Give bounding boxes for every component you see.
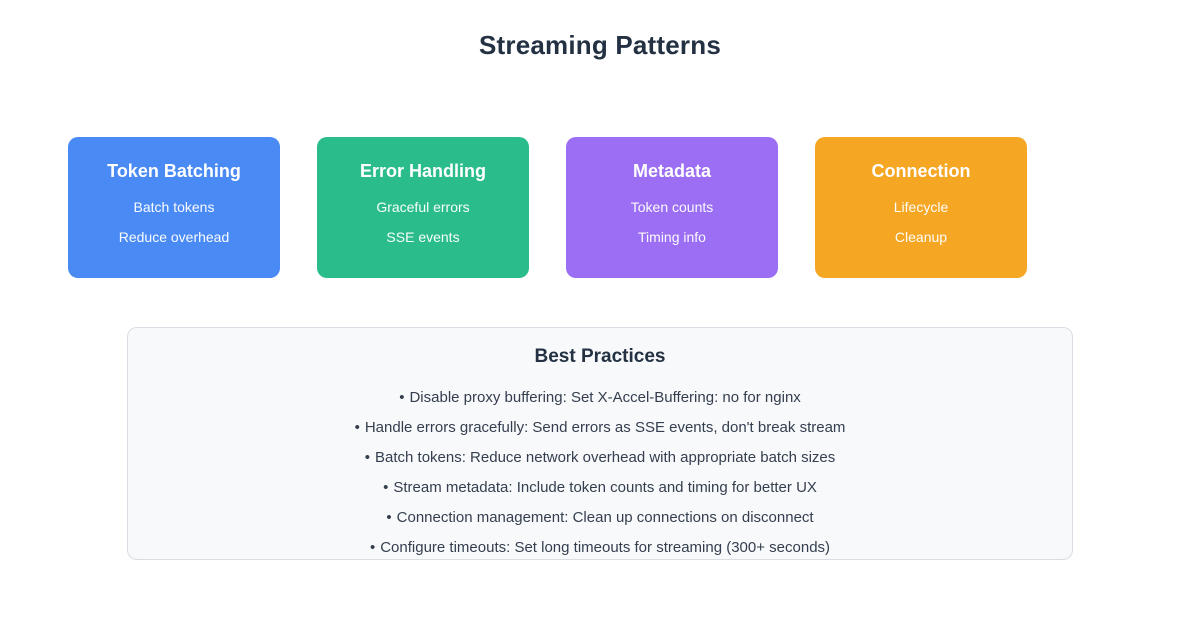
card-metadata-line: Token counts: [630, 199, 714, 215]
card-token-batching: Token Batching Batch tokens Reduce overh…: [68, 137, 280, 278]
bullet-icon: •: [399, 389, 405, 406]
best-practice-item: •Disable proxy buffering: Set X-Accel-Bu…: [128, 389, 1072, 406]
best-practices-panel: Best Practices •Disable proxy buffering:…: [127, 327, 1073, 560]
card-error-handling-line: SSE events: [386, 229, 460, 245]
best-practices-list: •Disable proxy buffering: Set X-Accel-Bu…: [128, 389, 1072, 556]
best-practice-text: Configure timeouts: Set long timeouts fo…: [380, 539, 831, 556]
card-connection-line: Lifecycle: [893, 199, 949, 215]
card-error-handling-line: Graceful errors: [376, 199, 470, 215]
card-metadata-title: Metadata: [632, 161, 712, 181]
best-practice-item: • Batch tokens: Reduce network overhead w…: [128, 449, 1072, 466]
pattern-cards-row: Token Batching Batch tokens Reduce overh…: [68, 137, 1027, 278]
card-metadata: Metadata Token counts Timing info: [566, 137, 778, 278]
card-token-batching-line: Reduce overhead: [118, 229, 230, 245]
best-practice-item: •Connection management: Clean up connect…: [128, 509, 1072, 526]
card-token-batching-line: Batch tokens: [133, 199, 215, 215]
bullet-icon: •: [383, 479, 389, 496]
card-error-handling: Error Handling Graceful errors SSE event…: [317, 137, 529, 278]
card-token-batching-title: Token Batching: [107, 161, 241, 181]
bullet-icon: •: [354, 419, 360, 436]
card-error-handling-title: Error Handling: [359, 161, 486, 181]
best-practice-item: •Configure timeouts: Set long timeouts f…: [128, 539, 1072, 556]
bullet-icon: •: [386, 509, 392, 526]
card-connection: Connection Lifecycle Cleanup: [815, 137, 1027, 278]
bullet-icon: •: [369, 539, 376, 556]
best-practice-text: Batch tokens: Reduce network overhead wi…: [375, 449, 836, 466]
best-practice-item: •Stream metadata: Include token counts a…: [128, 479, 1072, 496]
card-metadata-line: Timing info: [638, 229, 706, 245]
best-practice-text: Disable proxy buffering: Set X-Accel-Buf…: [409, 389, 801, 406]
bullet-icon: •: [364, 449, 370, 466]
best-practice-item: •Handle errors gracefully: Send errors a…: [128, 419, 1072, 436]
card-connection-title: Connection: [871, 161, 971, 181]
best-practices-title: Best Practices: [534, 346, 666, 367]
page-title: Streaming Patterns: [478, 30, 721, 60]
card-connection-line: Cleanup: [894, 229, 948, 245]
best-practice-text: Connection management: Clean up connecti…: [396, 509, 814, 526]
best-practice-text: Stream metadata: Include token counts an…: [393, 479, 817, 496]
best-practice-text: Handle errors gracefully: Send errors as…: [364, 419, 846, 436]
